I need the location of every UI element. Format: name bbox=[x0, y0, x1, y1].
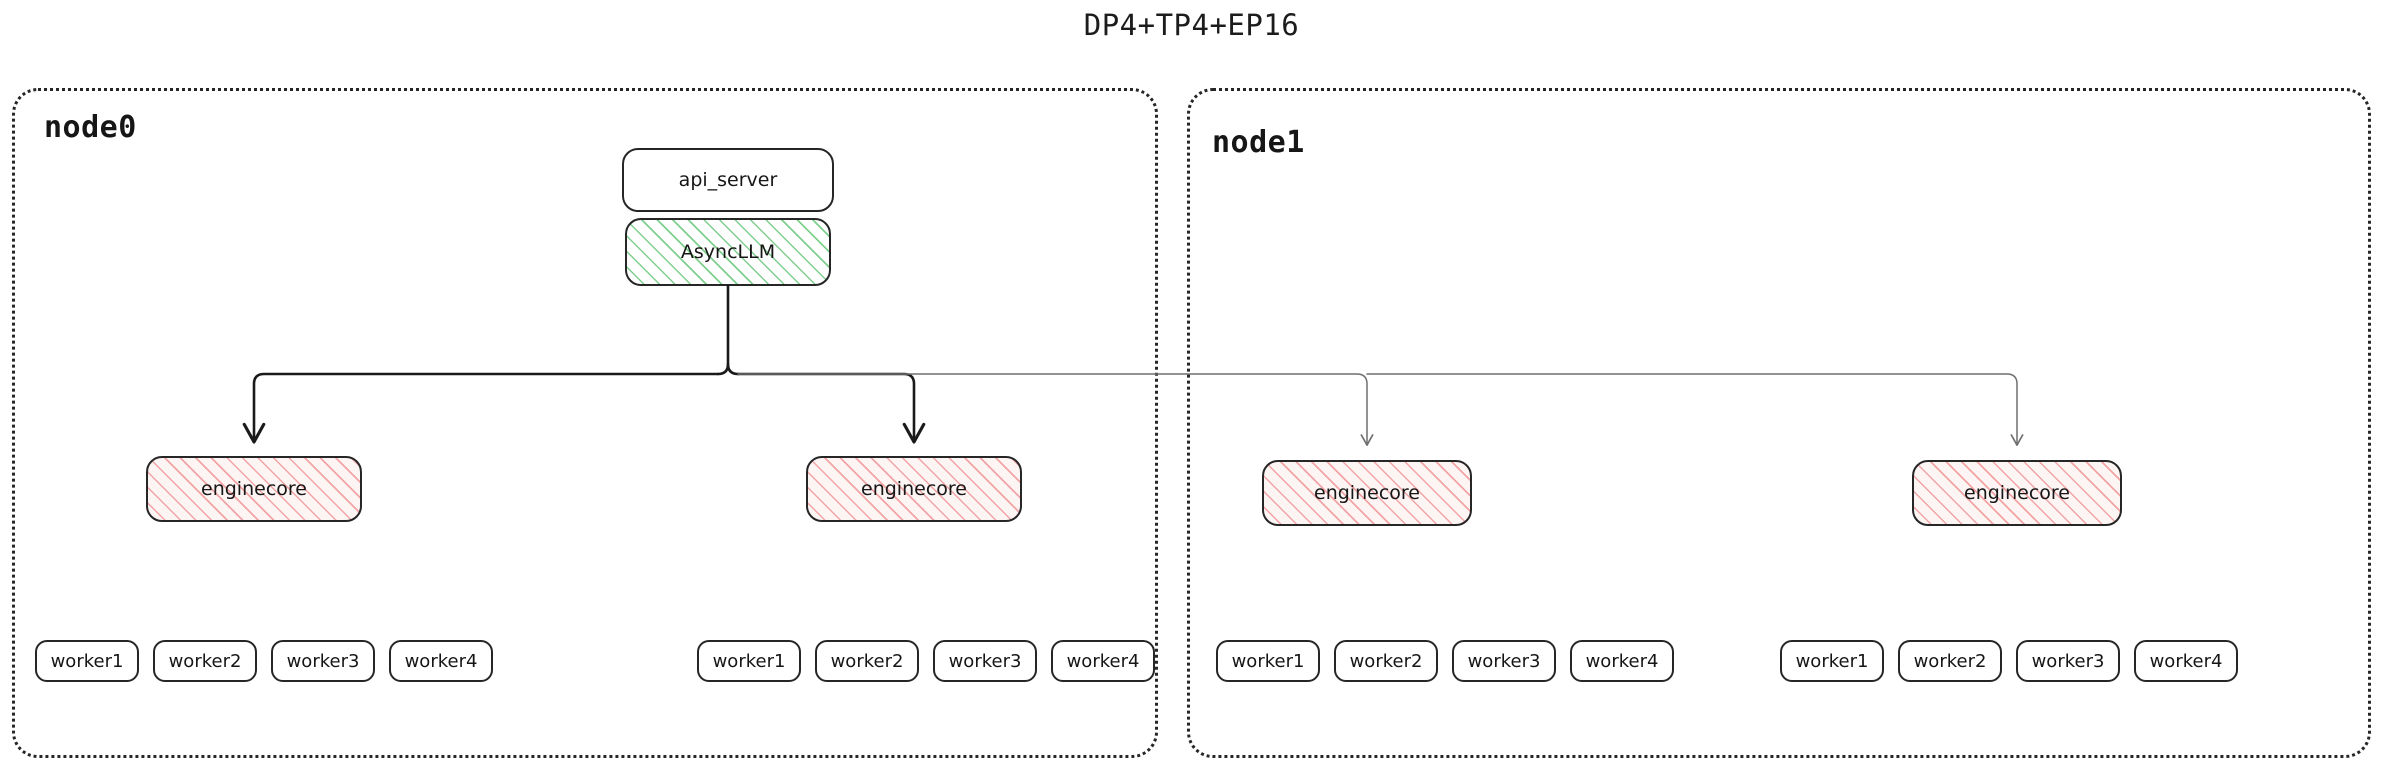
worker-box-node0-g0-2[interactable]: worker3 bbox=[271, 640, 375, 682]
asyncllm-box[interactable]: AsyncLLM bbox=[625, 218, 831, 286]
node-label-node1: node1 bbox=[1212, 125, 1305, 160]
api-server-box[interactable]: api_server bbox=[622, 148, 834, 212]
enginecore-box-node1-0[interactable]: enginecore bbox=[1262, 460, 1472, 526]
worker-box-node0-g0-3[interactable]: worker4 bbox=[389, 640, 493, 682]
worker-box-node1-g1-2[interactable]: worker3 bbox=[2016, 640, 2120, 682]
worker-box-node0-g1-2[interactable]: worker3 bbox=[933, 640, 1037, 682]
worker-box-node1-g1-1[interactable]: worker2 bbox=[1898, 640, 2002, 682]
worker-box-node0-g0-0[interactable]: worker1 bbox=[35, 640, 139, 682]
enginecore-box-node1-1[interactable]: enginecore bbox=[1912, 460, 2122, 526]
worker-box-node1-g0-0[interactable]: worker1 bbox=[1216, 640, 1320, 682]
worker-box-node1-g0-2[interactable]: worker3 bbox=[1452, 640, 1556, 682]
page-title: DP4+TP4+EP16 bbox=[1083, 8, 1300, 42]
worker-box-node1-g0-1[interactable]: worker2 bbox=[1334, 640, 1438, 682]
node-label-node0: node0 bbox=[44, 110, 137, 145]
worker-box-node1-g1-3[interactable]: worker4 bbox=[2134, 640, 2238, 682]
worker-box-node1-g0-3[interactable]: worker4 bbox=[1570, 640, 1674, 682]
worker-box-node0-g1-1[interactable]: worker2 bbox=[815, 640, 919, 682]
worker-box-node0-g1-3[interactable]: worker4 bbox=[1051, 640, 1155, 682]
worker-box-node0-g1-0[interactable]: worker1 bbox=[697, 640, 801, 682]
enginecore-box-node0-0[interactable]: enginecore bbox=[146, 456, 362, 522]
worker-box-node0-g0-1[interactable]: worker2 bbox=[153, 640, 257, 682]
worker-box-node1-g1-0[interactable]: worker1 bbox=[1780, 640, 1884, 682]
enginecore-box-node0-1[interactable]: enginecore bbox=[806, 456, 1022, 522]
